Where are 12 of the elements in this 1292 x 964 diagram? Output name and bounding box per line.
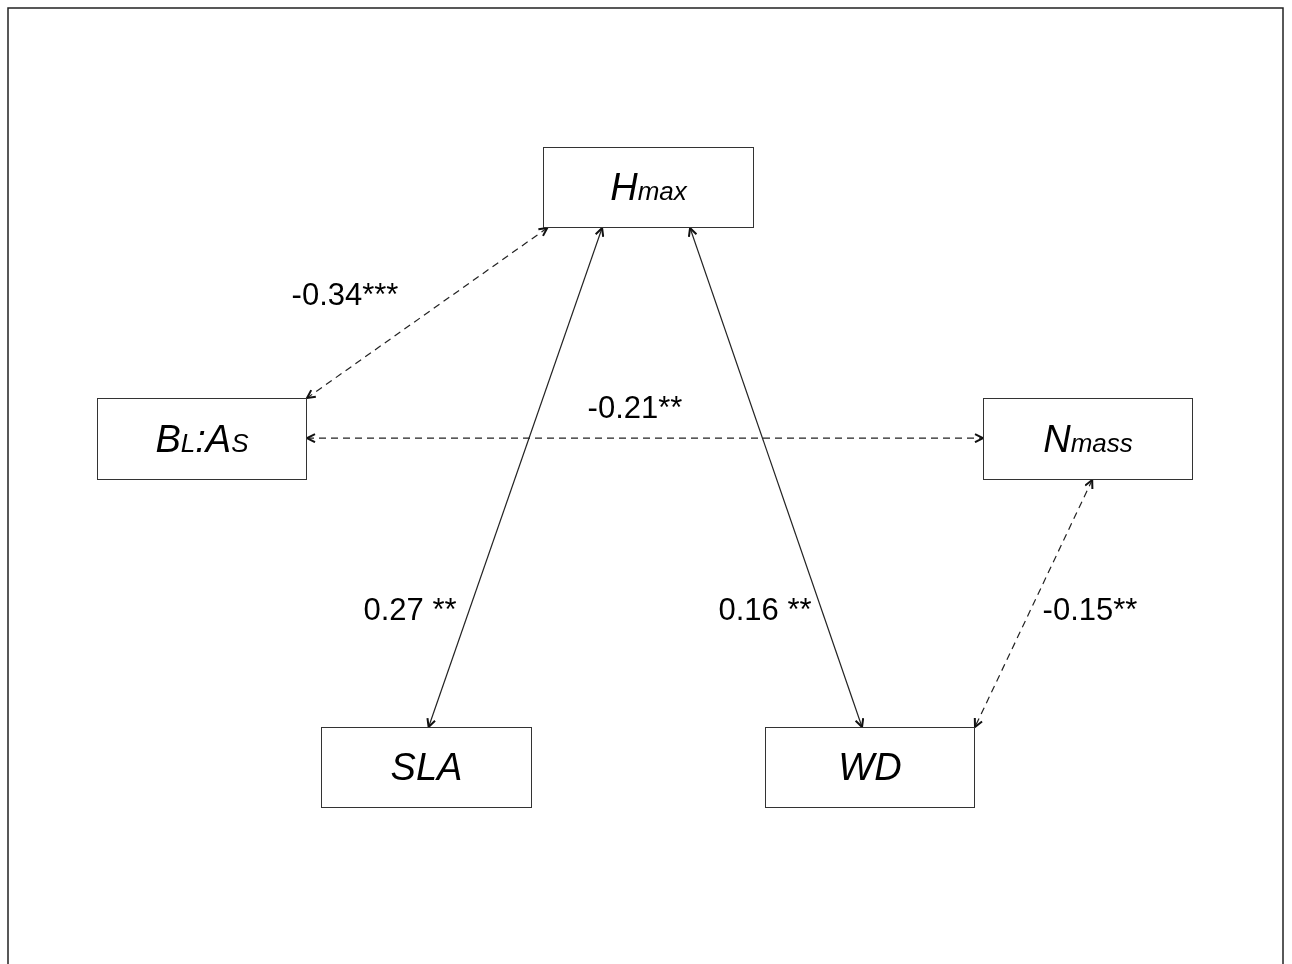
variable-box	[321, 727, 532, 808]
variable-box	[983, 398, 1193, 480]
variable-box	[97, 398, 307, 480]
double-headed-arrow	[306, 433, 984, 444]
variable-name: WD	[838, 746, 902, 789]
double-headed-arrow	[306, 227, 549, 399]
variable-box	[765, 727, 975, 808]
double-headed-arrow	[426, 227, 605, 728]
double-headed-arrow	[973, 479, 1094, 728]
variable-name: SLA	[390, 746, 463, 789]
variable-box	[543, 147, 754, 228]
double-headed-arrow	[687, 227, 865, 728]
